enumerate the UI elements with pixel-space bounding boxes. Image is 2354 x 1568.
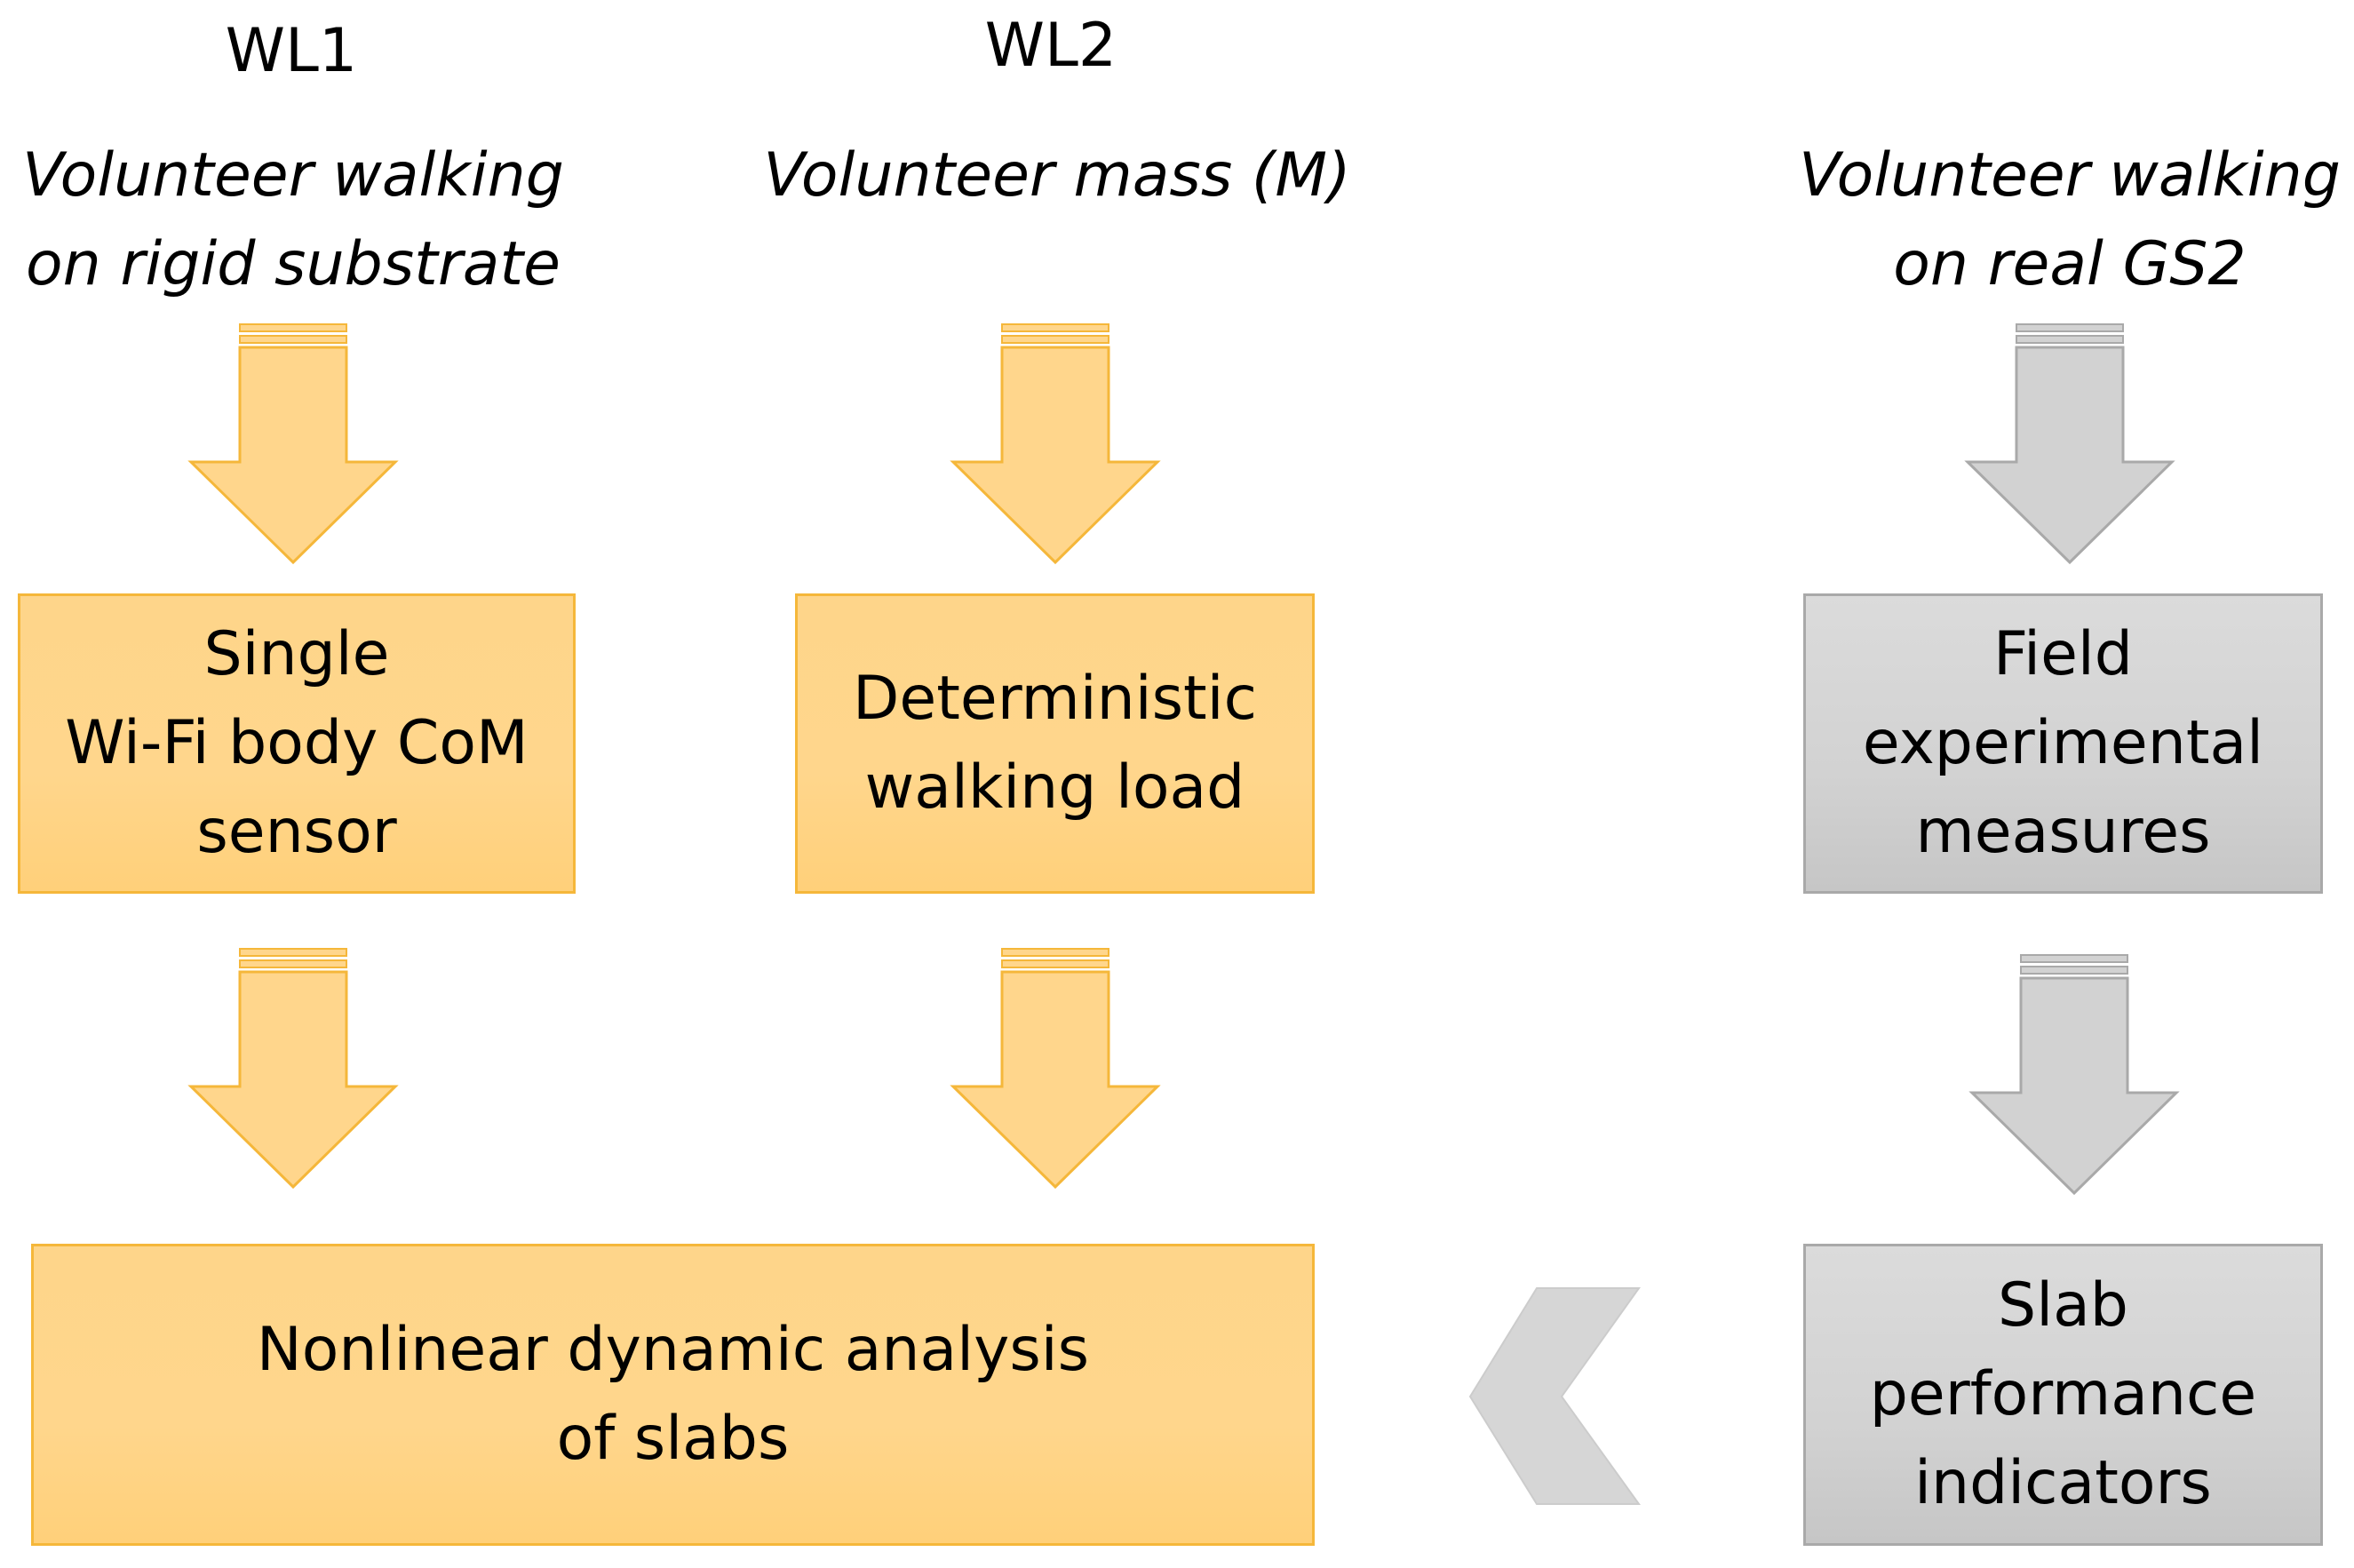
- wl2-box-line-2: walking load: [864, 752, 1245, 823]
- field-box-line-2: experimental: [1862, 708, 2264, 778]
- wl2-load-box: Deterministic walking load: [795, 593, 1315, 894]
- indicators-box-line-2: performance: [1869, 1359, 2257, 1429]
- wl1-caption-line-2: on rigid substrate: [26, 229, 561, 299]
- wl1-heading: WL1: [225, 16, 358, 86]
- field-measures-box: Field experimental measures: [1803, 593, 2323, 894]
- wl1-caption: Volunteer walking on rigid substrate: [0, 131, 586, 309]
- wl2-box-line-1: Deterministic: [853, 664, 1257, 734]
- wl1-caption-line-1: Volunteer walking: [22, 140, 564, 211]
- wl2-heading: WL2: [984, 11, 1117, 81]
- indicators-box-line-1: Slab: [1998, 1270, 2128, 1341]
- indicators-box-line-3: indicators: [1914, 1448, 2212, 1518]
- indicators-box: Slab performance indicators: [1803, 1244, 2323, 1546]
- field-caption-line-1: Volunteer walking: [1799, 140, 2341, 211]
- field-caption-line-2: on real GS2: [1893, 229, 2247, 299]
- wl2-caption-line-1: Volunteer mass (M): [763, 140, 1351, 211]
- down-arrow-icon: [1964, 323, 2175, 565]
- field-box-line-1: Field: [1993, 619, 2133, 689]
- chevron-left-icon: [1468, 1287, 1641, 1505]
- down-arrow-icon: [950, 948, 1161, 1190]
- wl1-box-line-2: Wi-Fi body CoM: [65, 708, 529, 778]
- down-arrow-icon: [187, 323, 399, 565]
- wl1-sensor-box: Single Wi-Fi body CoM sensor: [18, 593, 576, 894]
- wl1-box-line-3: sensor: [196, 797, 397, 867]
- field-box-line-3: measures: [1915, 797, 2211, 867]
- wl1-box-line-1: Single: [203, 619, 390, 689]
- analysis-box-line-1: Nonlinear dynamic analysis: [256, 1315, 1090, 1385]
- down-arrow-icon: [187, 948, 399, 1190]
- down-arrow-icon: [950, 323, 1161, 565]
- analysis-box-line-2: of slabs: [556, 1404, 790, 1474]
- field-caption: Volunteer walking on real GS2: [1759, 131, 2354, 309]
- down-arrow-icon: [1968, 954, 2180, 1196]
- analysis-box: Nonlinear dynamic analysis of slabs: [31, 1244, 1315, 1546]
- wl2-caption: Volunteer mass (M): [737, 131, 1377, 220]
